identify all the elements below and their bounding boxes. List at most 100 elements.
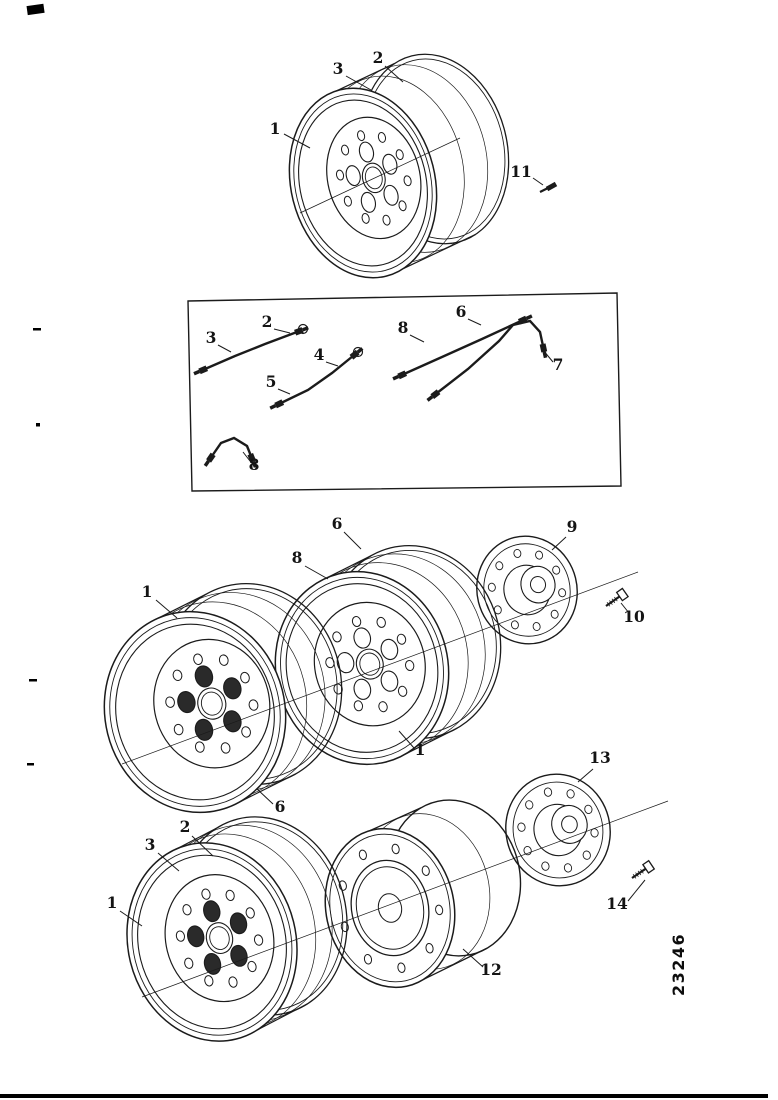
drum-bolt-hole [421, 865, 430, 876]
hand-hole [380, 638, 399, 661]
bolt-hole [403, 175, 412, 187]
bolt-hole [247, 960, 257, 973]
scan-artifact-bottom-line [0, 1094, 768, 1098]
drum-front [324, 827, 456, 989]
brake-hose-box [187, 292, 622, 492]
leader-line [384, 65, 404, 83]
drum-barrel-edge [423, 947, 488, 980]
hose-fitting-tip [193, 369, 201, 376]
leader-line [325, 361, 339, 367]
center-bore-inner [364, 166, 383, 190]
callout-label-13: 13 [589, 748, 611, 767]
wheel-barrel-edge [403, 234, 476, 270]
stud-hole [558, 588, 567, 598]
axis-line [121, 571, 639, 765]
center-bore [197, 687, 227, 720]
hose-fitting-tip [525, 314, 533, 321]
bolt-hole [357, 130, 366, 142]
callout-label-7: 7 [553, 355, 564, 374]
leader-line [217, 344, 232, 353]
hand-hole [230, 944, 248, 967]
scan-artifact [29, 679, 37, 682]
callout-label-10: 10 [623, 607, 645, 626]
callout-label-14: 14 [606, 894, 628, 913]
hose-fitting-tip [203, 459, 211, 467]
bolt-hole [382, 214, 391, 226]
hand-hole [177, 691, 196, 714]
scan-artifact [33, 328, 41, 331]
wheel-front-rim [103, 610, 287, 814]
callout-label-3: 3 [333, 59, 344, 78]
callout-label-2: 2 [180, 817, 191, 836]
hub-cap-inner [561, 815, 578, 834]
callout-labels: 3 2 1 11 2 3 4 5 8 6 7 8 6 8 1 9 10 [107, 48, 646, 979]
stud-hole [535, 550, 544, 560]
stud-hole [541, 861, 550, 871]
callout-label-6: 6 [456, 302, 467, 321]
drum-opening [350, 859, 430, 957]
bolt-hole [201, 888, 211, 900]
axis-line [141, 800, 669, 998]
bolt-hole [332, 631, 342, 643]
hose-fitting-tip [269, 404, 277, 410]
drum-center-hole [377, 893, 403, 923]
leader-line [256, 788, 274, 805]
wheel-disc [153, 638, 271, 769]
callout-label-6: 6 [332, 514, 343, 533]
hose-fitting-nut [517, 315, 528, 325]
callout-label-1: 1 [270, 119, 281, 138]
bolt-hole [193, 653, 203, 665]
drum-bolt-hole [397, 962, 406, 973]
center-bore-inner [209, 926, 230, 950]
leader-line [283, 133, 311, 149]
leader-line [343, 531, 362, 550]
leader-line [409, 334, 425, 343]
bolt-hole [165, 696, 175, 708]
leader-line [242, 451, 251, 462]
wheel-front-rim-2 [293, 93, 433, 273]
valve-nut [545, 181, 558, 192]
leader-line [462, 948, 484, 968]
bolt-hole [404, 660, 415, 672]
wheel-front-rim-3 [137, 854, 287, 1030]
hose-fitting-tip [542, 351, 548, 359]
bolt-hole [204, 975, 214, 987]
wheel-disc [313, 601, 426, 727]
callout-label-8: 8 [249, 455, 260, 474]
hose-box-frame [187, 292, 622, 492]
callout-label-1: 1 [107, 893, 118, 912]
drum-bolt-hole [391, 843, 400, 855]
callout-label-4: 4 [314, 345, 325, 364]
callout-label-2: 2 [262, 312, 273, 331]
hand-hole [358, 141, 375, 163]
leader-line [277, 388, 291, 395]
hose-fitting-tip [426, 395, 434, 402]
banjo-eye [352, 346, 364, 358]
stud-hole [582, 850, 591, 860]
drum-bolt-hole [435, 904, 444, 916]
wheel-front-rim-2 [280, 576, 444, 760]
bolt-hole [248, 699, 259, 711]
leader-line [551, 536, 567, 551]
stud-hole [495, 561, 504, 571]
bolt-hole [343, 195, 352, 207]
wheel-disc [326, 116, 422, 240]
leader-line [157, 852, 180, 872]
leader-line [577, 768, 594, 783]
bolt-thread [606, 602, 611, 607]
wheel-barrel-edge [257, 1003, 308, 1031]
callout-label-1: 1 [415, 740, 426, 759]
leader-line [304, 565, 329, 580]
leader-line [542, 349, 554, 363]
bolt-thread [611, 598, 616, 604]
bolt-hole [172, 669, 183, 681]
leader-line [119, 910, 143, 927]
bolt-hole [351, 616, 362, 628]
center-bore [355, 648, 384, 680]
bolt-hole [225, 889, 235, 902]
scan-artifact [27, 763, 34, 766]
stud-hole [513, 548, 522, 558]
bottom-wheel-assembly [126, 773, 669, 1042]
